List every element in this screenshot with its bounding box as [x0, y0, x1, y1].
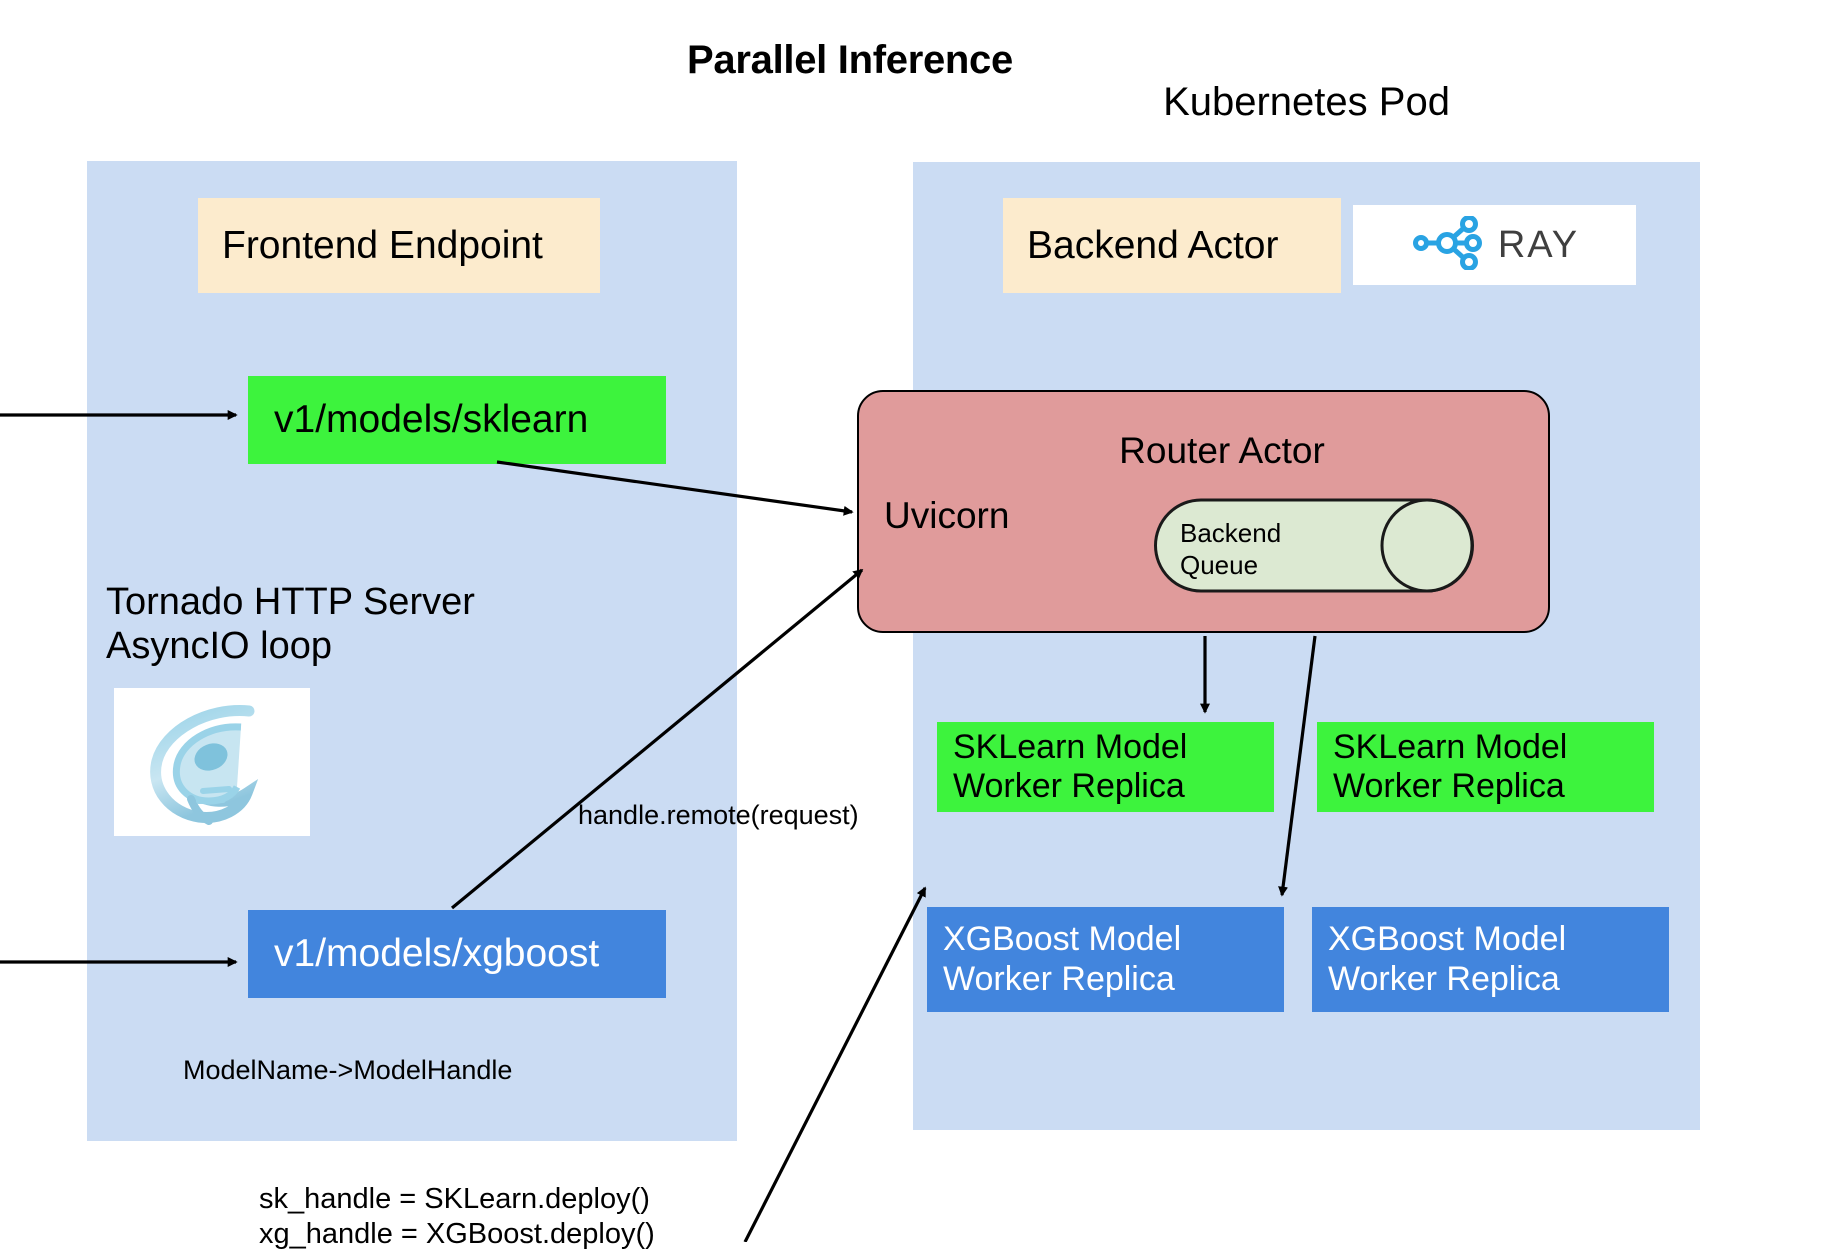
- frontend-endpoint-box: Frontend Endpoint: [198, 198, 600, 293]
- xgboost-worker-replica-2: XGBoost Model Worker Replica: [1312, 907, 1669, 1012]
- tornado-icon: [114, 688, 310, 836]
- backend-queue-cylinder: [1154, 498, 1474, 593]
- sklearn-worker-replica-1: SKLearn Model Worker Replica: [937, 722, 1274, 812]
- router-actor-title: Router Actor: [1119, 430, 1325, 471]
- xgboost-worker-replica-1: XGBoost Model Worker Replica: [927, 907, 1284, 1012]
- ray-wordmark: RAY: [1497, 223, 1580, 266]
- endpoint-sklearn-box[interactable]: v1/models/sklearn: [248, 376, 666, 464]
- backend-actor-box: Backend Actor: [1003, 198, 1341, 293]
- arrow-deploy-to-pod: [743, 886, 927, 1242]
- uvicorn-label: Uvicorn: [884, 495, 1010, 536]
- endpoint-xgboost-box[interactable]: v1/models/xgboost: [248, 910, 666, 998]
- backend-queue-label: Backend Queue: [1180, 518, 1282, 580]
- tornado-server-label: Tornado HTTP Server AsyncIO loop: [106, 581, 475, 668]
- sklearn-worker-replica-2: SKLearn Model Worker Replica: [1317, 722, 1654, 812]
- deploy-code-label: sk_handle = SKLearn.deploy() xg_handle =…: [259, 1183, 655, 1251]
- diagram-title: Parallel Inference: [687, 38, 1013, 82]
- handle-remote-label: handle.remote(request): [578, 800, 859, 830]
- model-name-handle-label: ModelName->ModelHandle: [183, 1055, 513, 1085]
- ray-logo-box: RAY: [1353, 205, 1636, 285]
- kubernetes-pod-title: Kubernetes Pod: [1163, 80, 1450, 124]
- ray-graph-icon: [1410, 214, 1484, 275]
